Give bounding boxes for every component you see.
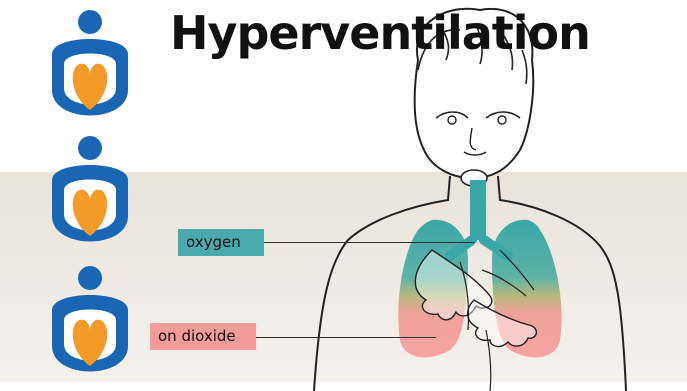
oxygen-label: oxygen: [178, 229, 264, 256]
oxygen-pointer-line: [264, 242, 474, 243]
heart-figure-icon: [40, 6, 140, 131]
carbon-dioxide-label: on dioxide: [150, 323, 256, 350]
heart-figure-icon: [40, 262, 140, 387]
heart-figure-icon: [40, 132, 140, 257]
page-title: Hyperventilation: [170, 6, 590, 60]
co2-pointer-line: [256, 337, 436, 338]
